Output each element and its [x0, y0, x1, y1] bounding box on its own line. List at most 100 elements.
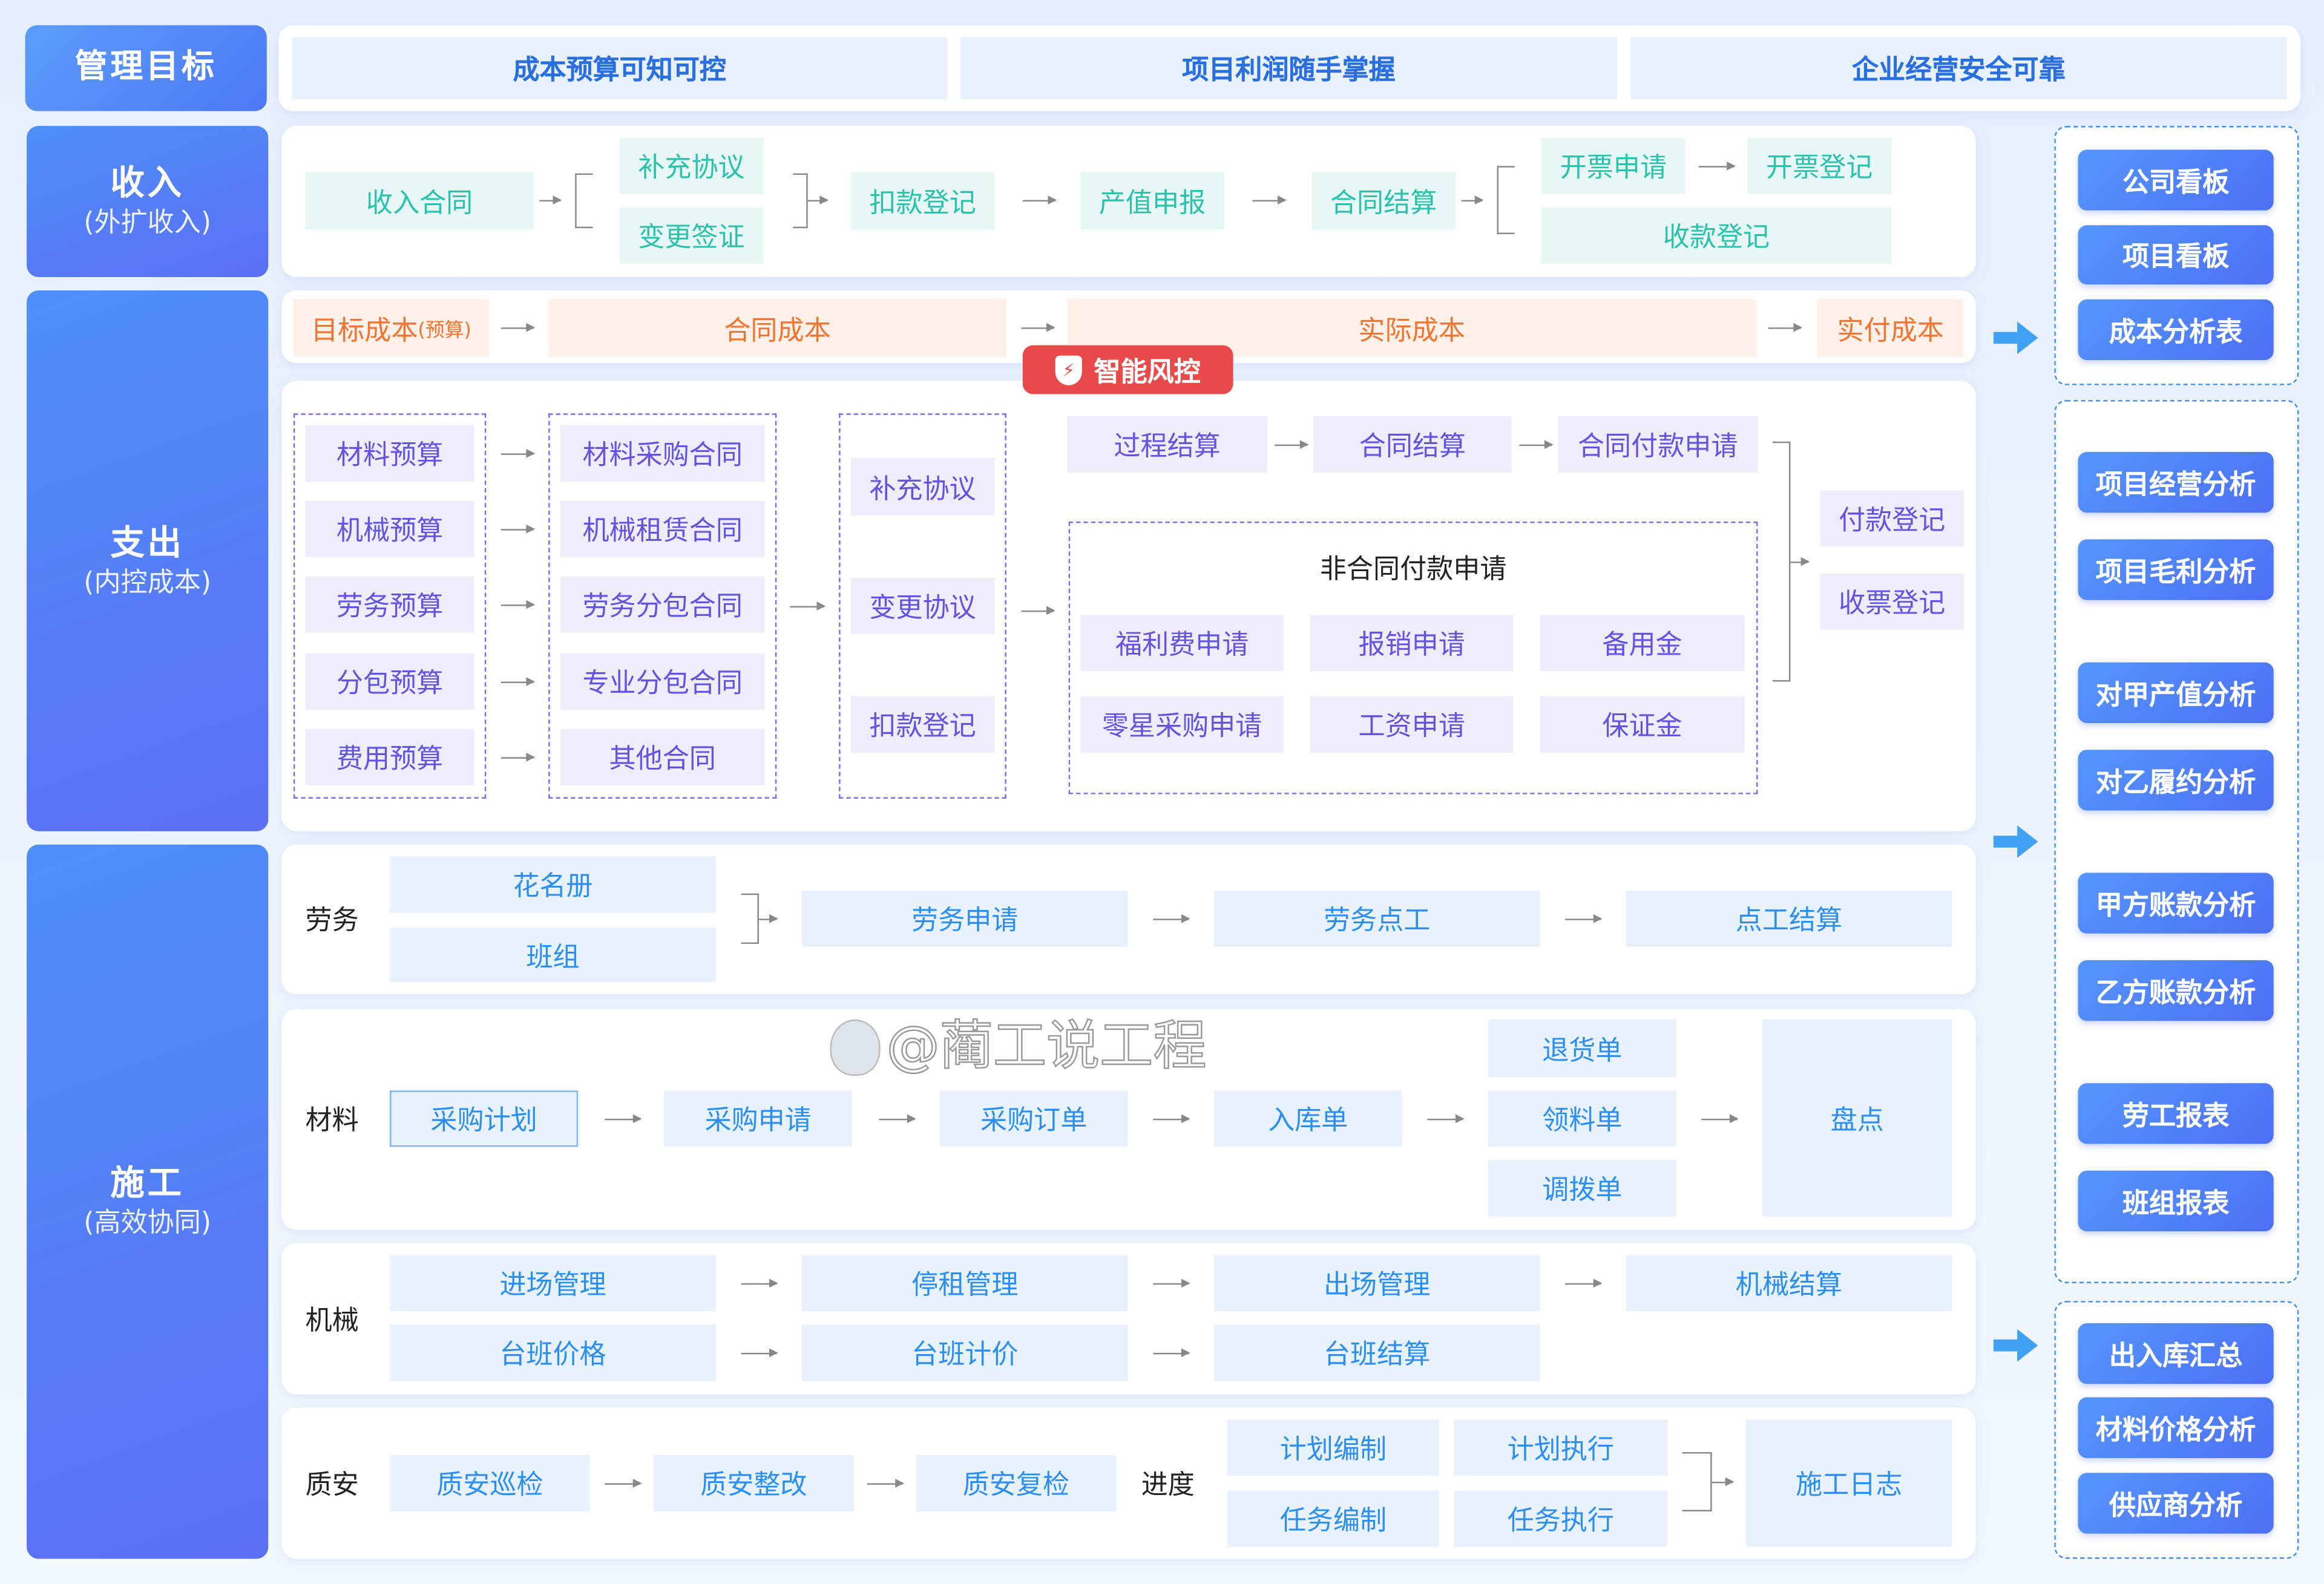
agreement-item[interactable]: 补充协议 — [850, 457, 995, 516]
machine-step[interactable]: 台班计价 — [801, 1324, 1128, 1381]
report-button[interactable]: 班组报表 — [2078, 1170, 2274, 1232]
contract-cost[interactable]: 合同成本 — [548, 299, 1006, 358]
report-button[interactable]: 项目毛利分析 — [2078, 539, 2274, 600]
arrow — [879, 1114, 916, 1124]
budget-item[interactable]: 材料预算 — [305, 425, 474, 482]
budget-item[interactable]: 分包预算 — [305, 653, 474, 710]
arrow — [1153, 1114, 1190, 1124]
report-button[interactable]: 甲方账款分析 — [2078, 872, 2274, 934]
expense-section-label: 支出(内控成本) — [27, 290, 269, 831]
plan-step[interactable]: 计划执行 — [1454, 1419, 1668, 1476]
stock-in[interactable]: 入库单 — [1213, 1090, 1402, 1147]
noncontract-item[interactable]: 零星采购申请 — [1080, 696, 1284, 753]
report-button[interactable]: 公司看板 — [2078, 149, 2274, 211]
income-deduction[interactable]: 扣款登记 — [850, 172, 995, 230]
noncontract-item[interactable]: 报销申请 — [1310, 615, 1514, 672]
noncontract-item[interactable]: 保证金 — [1540, 696, 1745, 753]
report-button[interactable]: 乙方账款分析 — [2078, 960, 2274, 1021]
arrow — [1698, 161, 1736, 171]
risk-control-badge[interactable]: ⚡ 智能风控 — [1022, 345, 1233, 394]
flow-arrow-icon — [1993, 825, 2038, 858]
arrow — [501, 524, 536, 534]
receipt-register[interactable]: 收款登记 — [1541, 207, 1891, 264]
purchase-order[interactable]: 采购订单 — [939, 1090, 1128, 1147]
contract-item[interactable]: 劳务分包合同 — [560, 576, 765, 633]
construction-log[interactable]: 施工日志 — [1745, 1419, 1952, 1547]
goal-2: 项目利润随手掌握 — [960, 37, 1617, 100]
contract-item[interactable]: 专业分包合同 — [560, 653, 765, 710]
budget-item[interactable]: 劳务预算 — [305, 576, 474, 633]
income-output-report[interactable]: 产值申报 — [1080, 172, 1224, 230]
invoice-apply[interactable]: 开票申请 — [1541, 137, 1686, 194]
noncontract-item[interactable]: 备用金 — [1540, 615, 1745, 672]
machine-step[interactable]: 台班价格 — [390, 1324, 716, 1381]
labor-point[interactable]: 劳务点工 — [1213, 890, 1540, 947]
machine-step[interactable]: 台班结算 — [1213, 1324, 1540, 1381]
report-button[interactable]: 材料价格分析 — [2078, 1397, 2274, 1458]
arrow — [1275, 440, 1309, 450]
arrow — [605, 1114, 642, 1124]
roster[interactable]: 花名册 — [390, 856, 716, 913]
point-settlement[interactable]: 点工结算 — [1626, 890, 1952, 947]
income-supplement[interactable]: 补充协议 — [619, 137, 764, 194]
plan-step[interactable]: 任务执行 — [1454, 1490, 1668, 1547]
payment-register[interactable]: 付款登记 — [1820, 490, 1964, 547]
arrow — [758, 914, 778, 923]
purchase-apply[interactable]: 采购申请 — [664, 1090, 853, 1147]
report-button[interactable]: 劳工报表 — [2078, 1083, 2274, 1144]
arrow — [1427, 1114, 1465, 1124]
budget-item[interactable]: 费用预算 — [305, 728, 474, 785]
report-button[interactable]: 项目看板 — [2078, 225, 2274, 285]
agreement-item[interactable]: 变更协议 — [850, 578, 995, 635]
contract-group — [548, 413, 777, 799]
arrow — [1461, 195, 1484, 205]
plan-step[interactable]: 计划编制 — [1227, 1419, 1439, 1476]
machine-step[interactable]: 机械结算 — [1626, 1255, 1952, 1312]
requisition[interactable]: 领料单 — [1488, 1090, 1676, 1147]
arrow — [1565, 914, 1603, 923]
report-button[interactable]: 出入库汇总 — [2078, 1323, 2274, 1384]
process-settlement[interactable]: 过程结算 — [1067, 416, 1267, 473]
report-button[interactable]: 成本分析表 — [2078, 299, 2274, 361]
quality-step[interactable]: 质安复检 — [916, 1455, 1117, 1511]
inventory-check[interactable]: 盘点 — [1762, 1019, 1952, 1217]
team[interactable]: 班组 — [390, 928, 716, 983]
income-change-visa[interactable]: 变更签证 — [619, 207, 764, 264]
plan-step[interactable]: 任务编制 — [1227, 1490, 1439, 1547]
contract-item[interactable]: 机械租赁合同 — [560, 500, 765, 557]
noncontract-group — [1068, 522, 1758, 794]
target-cost[interactable]: 目标成本(预算) — [293, 299, 490, 358]
receipt-invoice-register[interactable]: 收票登记 — [1820, 573, 1964, 630]
machine-label: 机械 — [305, 1305, 359, 1337]
report-button[interactable]: 项目经营分析 — [2078, 451, 2274, 513]
quality-step[interactable]: 质安整改 — [654, 1455, 854, 1511]
purchase-plan[interactable]: 采购计划 — [390, 1090, 579, 1147]
invoice-register[interactable]: 开票登记 — [1747, 137, 1891, 194]
report-button[interactable]: 对乙履约分析 — [2078, 750, 2274, 811]
goal-1: 成本预算可知可控 — [292, 37, 947, 100]
contract-settlement[interactable]: 合同结算 — [1313, 416, 1512, 473]
agreement-item[interactable]: 扣款登记 — [850, 696, 995, 753]
contract-item[interactable]: 材料采购合同 — [560, 425, 765, 482]
arrow — [1519, 440, 1554, 450]
income-settlement[interactable]: 合同结算 — [1311, 172, 1456, 230]
machine-step[interactable]: 停租管理 — [801, 1255, 1128, 1312]
report-button[interactable]: 对甲产值分析 — [2078, 662, 2274, 724]
quality-step[interactable]: 质安巡检 — [390, 1455, 590, 1511]
income-section-label: 收入(外扩收入) — [27, 126, 269, 277]
contract-payment-apply[interactable]: 合同付款申请 — [1557, 416, 1758, 473]
machine-step[interactable]: 出场管理 — [1213, 1255, 1540, 1312]
noncontract-item[interactable]: 福利费申请 — [1080, 615, 1284, 672]
return-order[interactable]: 退货单 — [1488, 1019, 1676, 1078]
budget-item[interactable]: 机械预算 — [305, 500, 474, 557]
income-contract[interactable]: 收入合同 — [305, 172, 534, 230]
paid-cost[interactable]: 实付成本 — [1817, 299, 1964, 358]
report-button[interactable]: 供应商分析 — [2078, 1473, 2274, 1534]
transfer-order[interactable]: 调拨单 — [1488, 1160, 1676, 1217]
budget-group — [293, 413, 487, 799]
noncontract-item[interactable]: 工资申请 — [1310, 696, 1514, 753]
labor-apply[interactable]: 劳务申请 — [801, 890, 1128, 947]
contract-item[interactable]: 其他合同 — [560, 728, 765, 785]
machine-step[interactable]: 进场管理 — [390, 1255, 716, 1312]
material-label: 材料 — [305, 1105, 359, 1137]
